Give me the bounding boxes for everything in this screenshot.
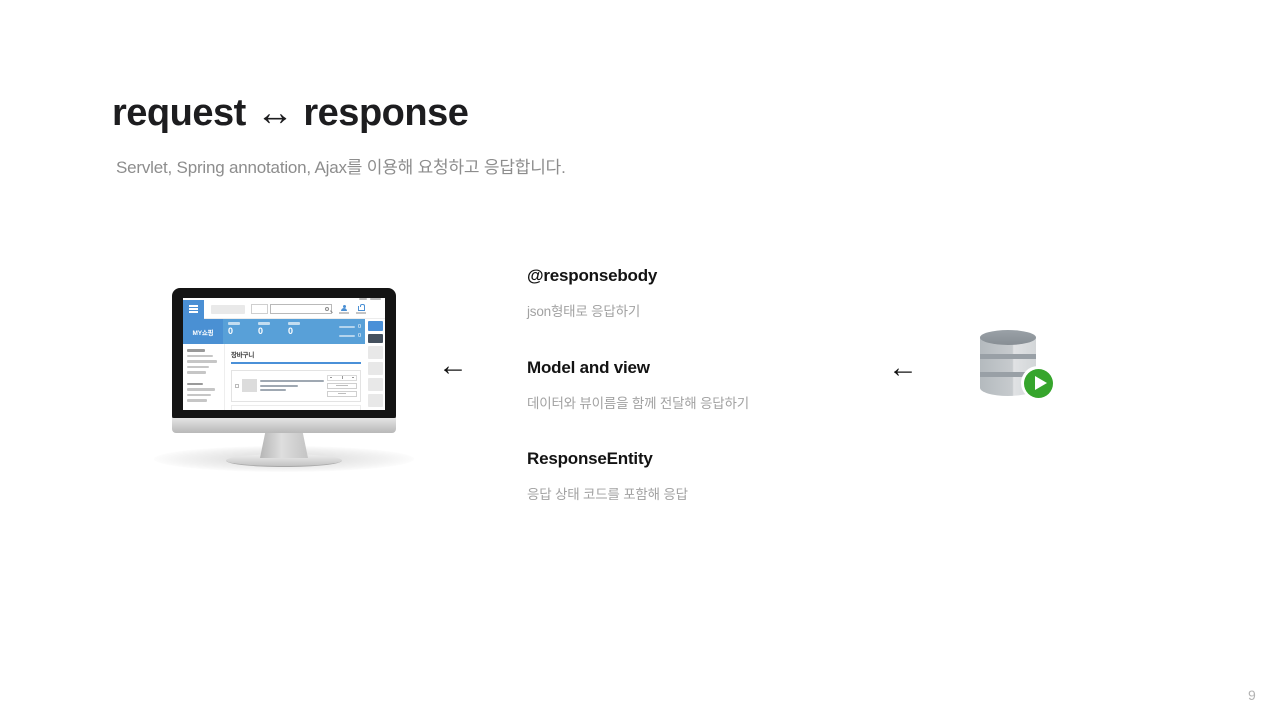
page-number: 9: [1248, 687, 1256, 703]
hamburger-menu-icon: [183, 299, 204, 319]
product-thumbnail: [242, 379, 257, 392]
search-icon: [325, 306, 329, 311]
top-link-bar: [370, 298, 381, 300]
login-button: [368, 321, 383, 331]
monitor-bezel: MY쇼핑 0 0 0: [172, 288, 396, 418]
next-cart-item-edge: [231, 404, 361, 410]
monitor-chin: [172, 417, 396, 433]
item-heading: @responsebody: [527, 266, 658, 285]
right-quick-panel: [365, 319, 385, 410]
monitor-stand: [260, 430, 308, 458]
monitor-base: [226, 454, 342, 467]
quick-box: [368, 394, 383, 407]
signup-button: [368, 334, 383, 343]
cart-icon: [357, 303, 365, 311]
person-icon: [341, 304, 347, 311]
banner-stat: 0: [223, 319, 253, 344]
banner-stat: 0: [283, 319, 313, 344]
arrow-left-icon: ←: [438, 349, 468, 382]
item-heading: ResponseEntity: [527, 449, 653, 468]
item-description: json형태로 응답하기: [527, 304, 641, 319]
checkbox-icon: [235, 383, 239, 388]
top-link-bar: [359, 298, 367, 300]
response-item-model-and-view: Model and view 데이터와 뷰이름을 함께 전달해 응답하기: [527, 358, 887, 412]
item-description: 응답 상태 코드를 포함해 응답: [527, 487, 688, 502]
monitor-screen-webpage: MY쇼핑 0 0 0: [183, 298, 385, 410]
product-text-lines: [260, 380, 324, 391]
page-title: request ↔ response: [112, 92, 469, 134]
quick-box: [368, 362, 383, 375]
delete-button: [327, 390, 357, 397]
cart-item-card: [231, 369, 361, 402]
monitor-illustration: MY쇼핑 0 0 0: [154, 288, 414, 480]
mypage-banner: MY쇼핑 0 0 0: [183, 319, 365, 344]
search-category-select: [251, 304, 268, 314]
site-logo: [211, 304, 245, 314]
sidebar-menu: [183, 344, 225, 410]
database-illustration: [980, 330, 1055, 402]
quick-box: [368, 346, 383, 359]
page-subtitle: Servlet, Spring annotation, Ajax를 이용해 요청…: [116, 158, 566, 177]
item-heading: Model and view: [527, 358, 650, 377]
quick-box: [368, 378, 383, 391]
banner-stat: 0: [253, 319, 283, 344]
account-icon: [339, 304, 349, 314]
item-description: 데이터와 뷰이름을 함께 전달해 응답하기: [527, 396, 749, 411]
response-item-responsebody: @responsebody json형태로 응답하기: [527, 266, 887, 320]
order-button: [327, 382, 357, 389]
cart-item-actions: [327, 374, 357, 397]
screen-header: [183, 299, 385, 319]
play-button-icon: [1021, 366, 1055, 400]
cart-icon-wrap: [356, 303, 366, 314]
screen-topbar: [183, 298, 385, 300]
banner-brand: MY쇼핑: [183, 319, 223, 344]
banner-side-stats: 0 0: [313, 319, 365, 344]
arrow-right-icon: ←: [888, 351, 918, 384]
search-input: [270, 304, 332, 314]
main-content: 장바구니: [225, 344, 365, 410]
section-title: 장바구니: [231, 352, 255, 359]
response-item-responseentity: ResponseEntity 응답 상태 코드를 포함해 응답: [527, 449, 887, 503]
quantity-stepper: [327, 374, 357, 381]
